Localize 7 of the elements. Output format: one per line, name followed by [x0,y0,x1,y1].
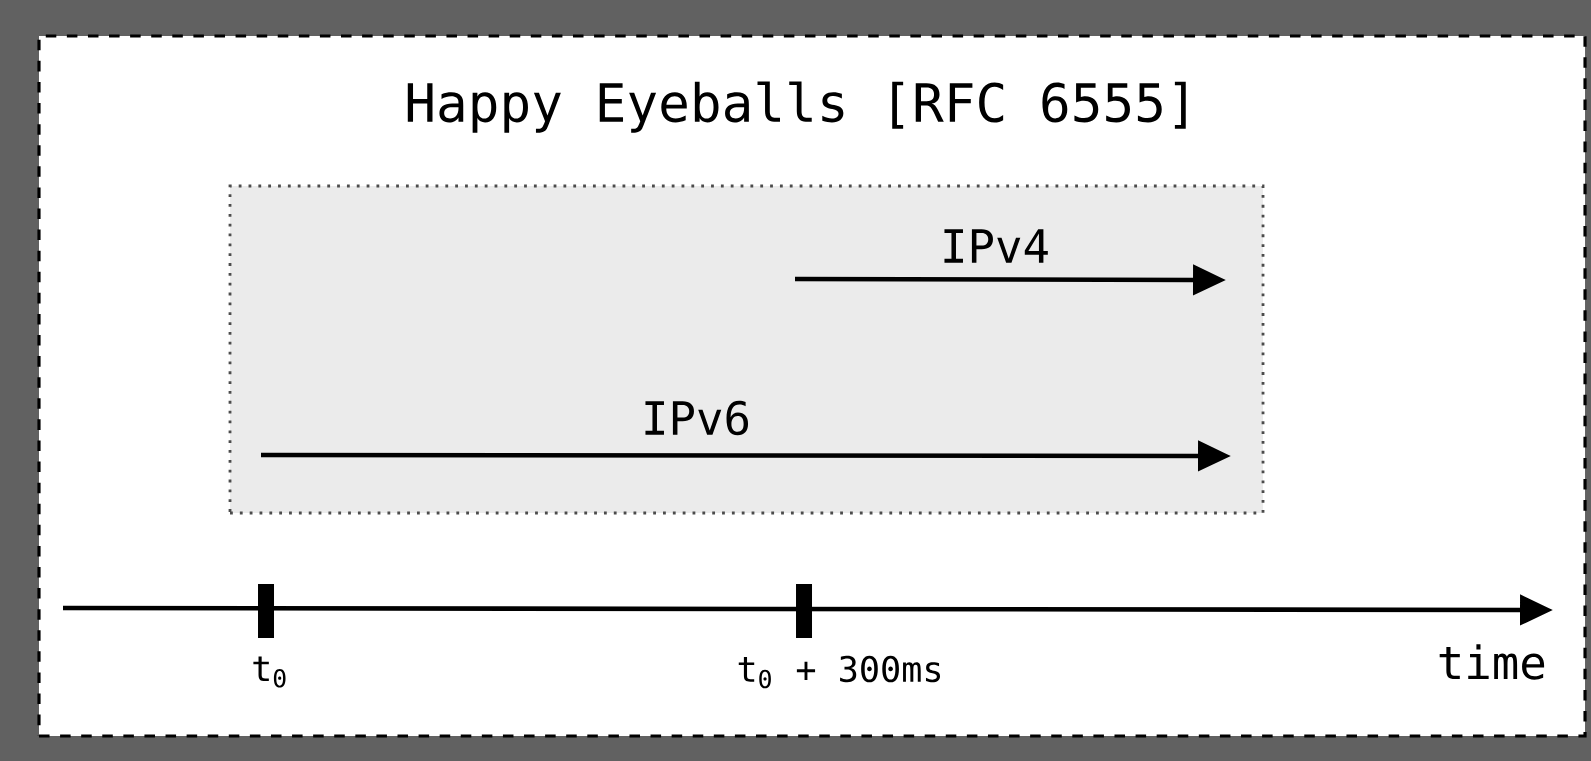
text-label: t$_{0}$ [253,656,286,688]
text-label: IPv4 [944,229,1048,263]
text-label: IPv6 [645,400,749,436]
text-label: time [1439,644,1545,680]
title: Happy Eyeballs [RFC 6555] [407,81,1186,133]
text-label: t$_{0}$ + 300ms [738,655,941,689]
shaded-box [228,184,1265,515]
